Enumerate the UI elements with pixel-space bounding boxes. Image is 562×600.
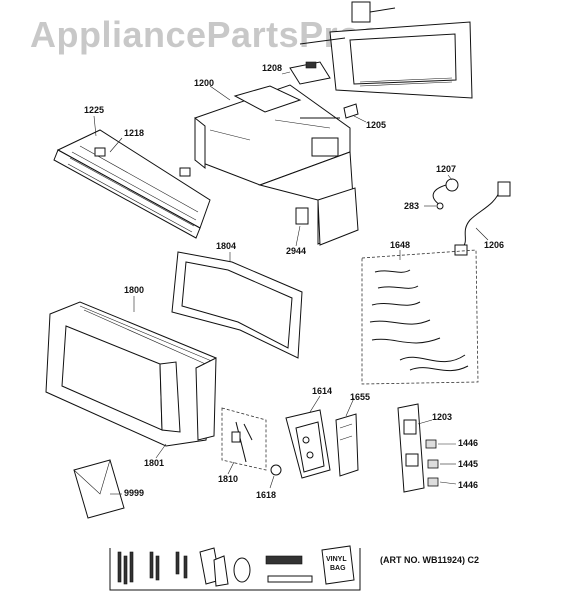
door-latch — [221, 407, 267, 471]
mounting-plate — [299, 1, 473, 99]
door-assembly — [45, 301, 217, 447]
power-cord — [432, 178, 511, 256]
latch-2944 — [295, 207, 309, 225]
part-label-1218: 1218 — [124, 128, 145, 138]
part-label-1208: 1208 — [262, 63, 283, 73]
interlock-switches — [397, 403, 439, 493]
part-label-1207: 1207 — [436, 164, 457, 174]
part-label-1206: 1206 — [484, 240, 505, 250]
part-label-1800: 1800 — [124, 285, 145, 295]
part-label-2944: 2944 — [286, 246, 307, 256]
part-label-1618: 1618 — [256, 490, 277, 500]
part-label-1225: 1225 — [84, 105, 105, 115]
art-number: (ART NO. WB11924) C2 — [380, 555, 480, 565]
part-label-1655: 1655 — [350, 392, 371, 402]
bracket-1208 — [289, 61, 331, 85]
part-label-1446-top: 1446 — [458, 438, 479, 448]
leader-lines — [93, 71, 489, 495]
owners-envelope — [73, 459, 125, 519]
part-label-9999: 9999 — [124, 488, 145, 498]
cabinet-body — [194, 84, 359, 246]
part-label-1804: 1804 — [216, 241, 237, 251]
part-label-1205: 1205 — [366, 120, 387, 130]
part-label-1446-bottom: 1446 — [458, 480, 479, 490]
part-label-1648: 1648 — [390, 240, 411, 250]
part-label-1614: 1614 — [312, 386, 333, 396]
part-label-1203: 1203 — [432, 412, 453, 422]
part-label-1445: 1445 — [458, 459, 479, 469]
part-label-1810: 1810 — [218, 474, 239, 484]
part-label-1801: 1801 — [144, 458, 165, 468]
clip-1205 — [343, 103, 359, 119]
part-label-1200: 1200 — [194, 78, 215, 88]
hardware-kit — [109, 545, 361, 591]
door-seal-frame — [171, 251, 303, 359]
vinyl-bag-label-line2: BAG — [330, 565, 346, 572]
grille-vent — [53, 129, 211, 239]
control-panel — [270, 409, 359, 479]
vinyl-bag-label-line1: VINYL — [326, 556, 347, 563]
wire-harness — [361, 249, 479, 385]
part-label-283: 283 — [404, 201, 420, 211]
